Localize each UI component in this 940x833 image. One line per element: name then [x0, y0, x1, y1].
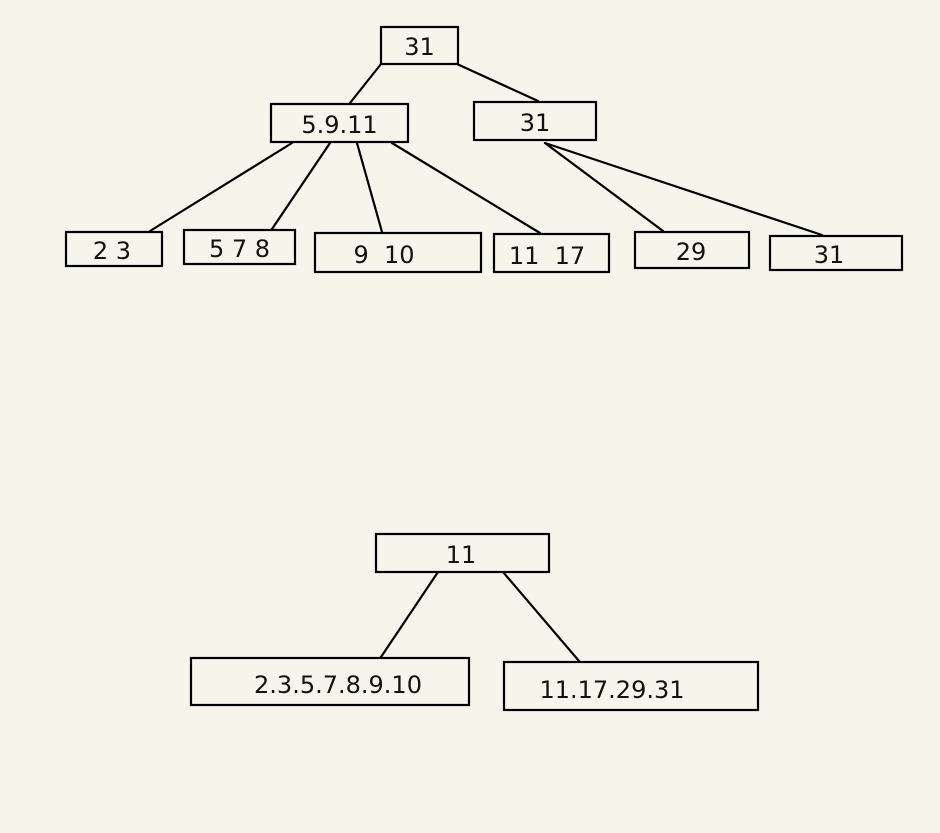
- tree1-leaf-node-1: 2 3: [64, 230, 164, 268]
- edge-root-to-leaf-left: [379, 570, 440, 659]
- edge-internal-right-to-leaf-5: [543, 141, 665, 233]
- node-label: 29: [676, 238, 707, 266]
- edge-internal-right-to-leaf-6: [543, 141, 824, 237]
- edge-internal-left-to-leaf-3: [355, 141, 384, 234]
- tree1-leaf-node-3: 9 10: [313, 231, 483, 274]
- tree1-internal-node-left: 5.9.11: [269, 102, 410, 144]
- edge-internal-left-to-leaf-1: [148, 141, 294, 233]
- tree1-leaf-node-6: 31: [768, 234, 904, 272]
- edge-internal-left-to-leaf-4: [390, 141, 542, 235]
- node-label: 31: [814, 241, 845, 269]
- node-label: 11 17: [509, 242, 585, 270]
- tree1-internal-node-right: 31: [472, 100, 598, 142]
- tree1-leaf-node-5: 29: [633, 230, 751, 270]
- node-label: 2 3: [93, 237, 131, 265]
- tree1-leaf-node-4: 11 17: [492, 232, 611, 274]
- node-label: 9 10: [353, 241, 414, 269]
- tree2-edges: [379, 570, 581, 663]
- tree2-leaf-node-right: 11.17.29.31: [502, 660, 760, 712]
- edge-internal-left-to-leaf-2: [270, 141, 332, 231]
- edge-root-to-leaf-right: [501, 570, 581, 663]
- tree1-edges: [148, 62, 824, 237]
- node-label: 5.9.11: [301, 111, 377, 139]
- tree2-leaf-node-left: 2.3.5.7.8.9.10: [189, 656, 471, 707]
- node-label: 11: [446, 541, 477, 569]
- node-label: 31: [404, 33, 435, 61]
- edge-root-to-internal-left: [348, 62, 383, 105]
- tree1-leaf-node-2: 5 7 8: [182, 228, 297, 266]
- node-label: 2.3.5.7.8.9.10: [254, 671, 422, 699]
- tree2-root-node: 11: [374, 532, 551, 574]
- tree1-root-node: 31: [379, 25, 460, 66]
- node-label: 5 7 8: [209, 235, 270, 263]
- node-label: 31: [520, 109, 551, 137]
- edge-root-to-internal-right: [455, 62, 540, 103]
- node-label: 11.17.29.31: [539, 676, 684, 704]
